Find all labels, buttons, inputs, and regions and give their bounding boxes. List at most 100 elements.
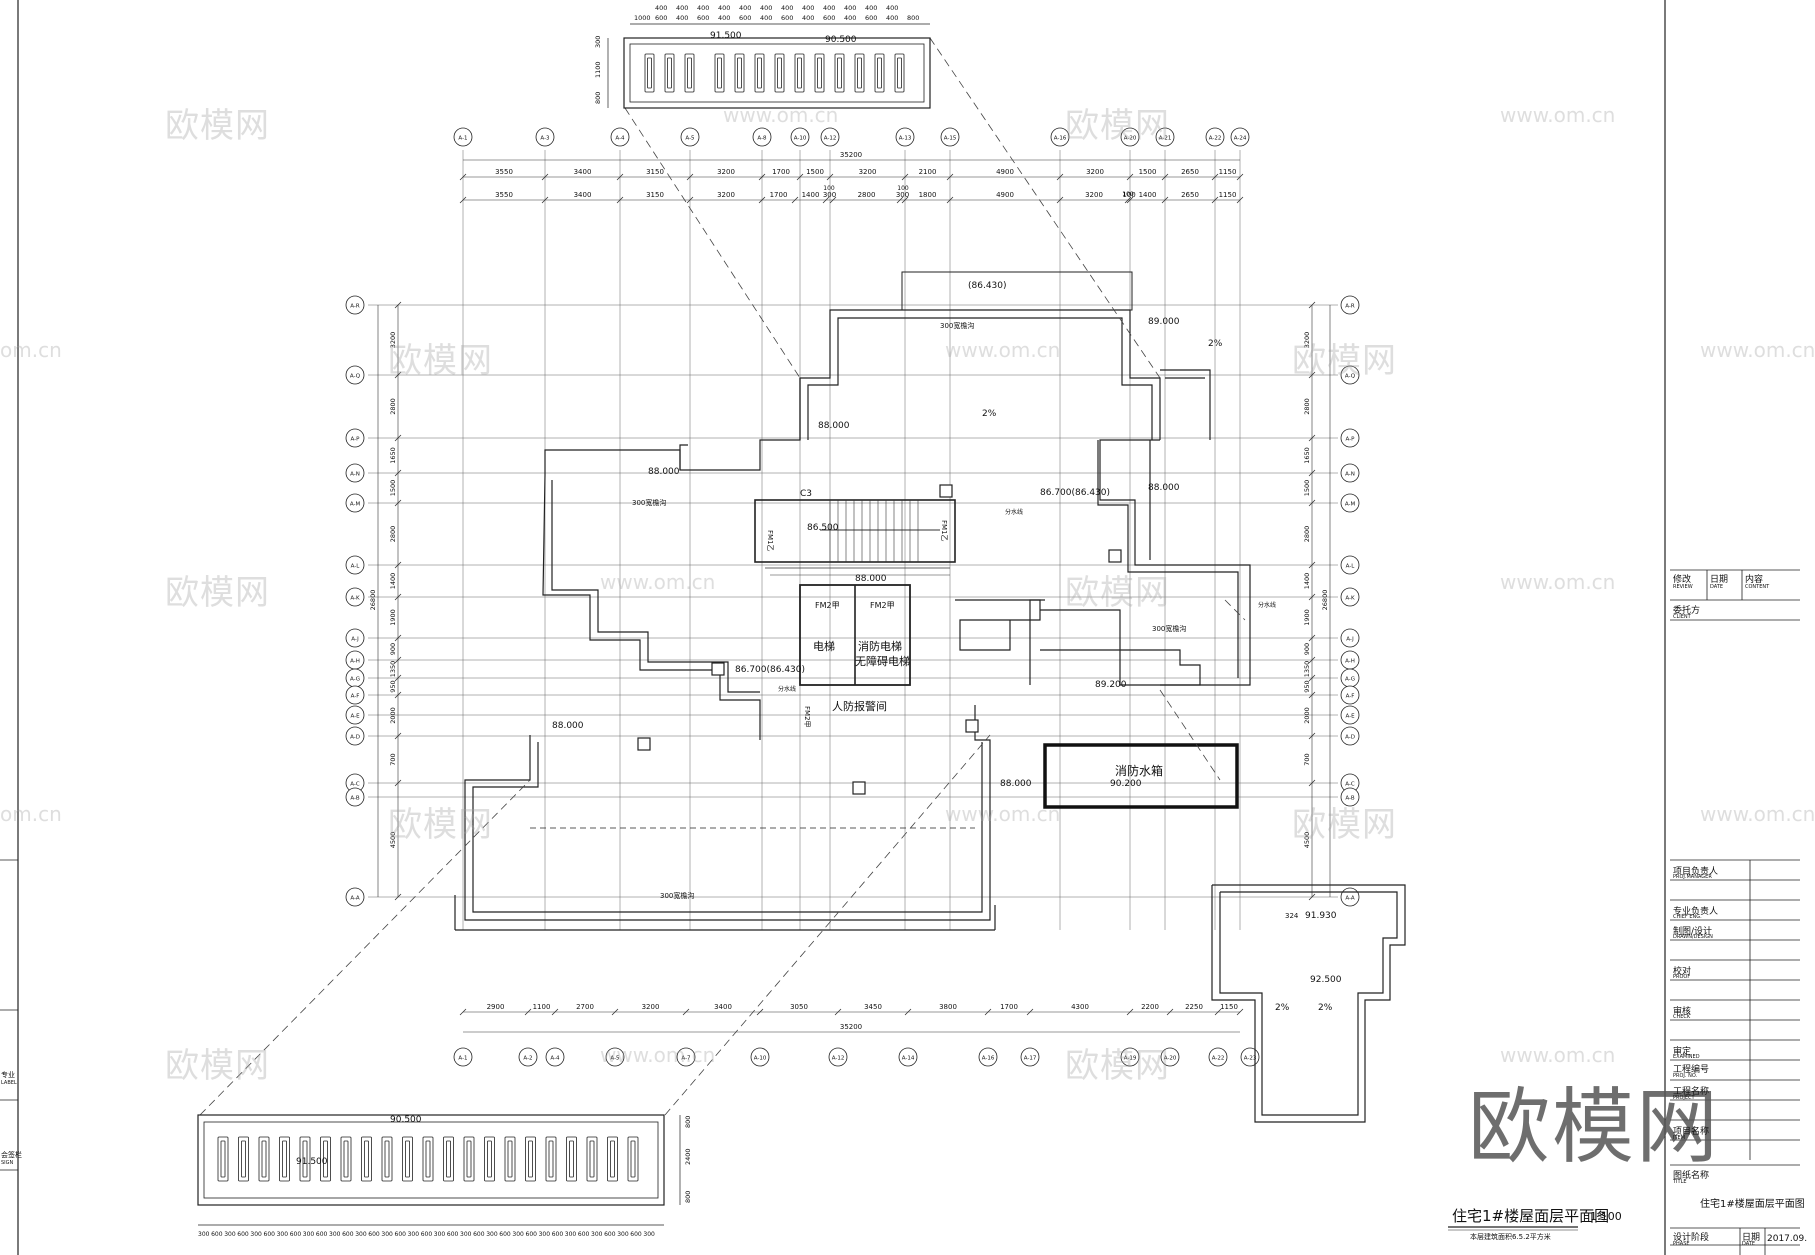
ridge-label: 分水线 (1005, 508, 1023, 516)
axis-bubble (750, 1047, 770, 1067)
axis-bubble (605, 1047, 625, 1067)
axis-bubble (345, 887, 365, 907)
axis-bubble (1340, 555, 1360, 575)
elev-label: 90.200 (1110, 779, 1142, 789)
tb-client: 委托方 (1673, 606, 1701, 616)
axis-bubble (518, 1047, 538, 1067)
axis-label: A-2 (523, 1056, 532, 1062)
axis-bubble (345, 705, 365, 725)
axis-bubble (345, 628, 365, 648)
detail-dim: 600 (290, 1231, 302, 1238)
tb-item-name: 项目名称 (1673, 1127, 1710, 1137)
axis-bubble (345, 726, 365, 746)
dimension-label: 2800 (1303, 398, 1311, 415)
axis-bubble (545, 1047, 565, 1067)
detail-dim: 600 (739, 14, 751, 22)
dimension-label: 4300 (1071, 1003, 1089, 1011)
margin-label-1: 专业 (1, 1071, 15, 1079)
axis-label: A-M (1345, 502, 1356, 508)
vent-slot-inner (569, 1140, 574, 1178)
detail-dim: 300 (408, 1231, 420, 1238)
detail-dim: 400 (676, 4, 688, 12)
watermark-url: www.om.cn (1500, 1043, 1616, 1067)
elev-label: 92.500 (1310, 975, 1342, 985)
dimension-label: 3200 (859, 168, 877, 176)
axis-label: A-H (350, 659, 360, 665)
detail-dim: 400 (655, 4, 667, 12)
tb-proj-manager-en: PROJ.MANAGER (1673, 874, 1712, 880)
detail-dim: 600 (237, 1231, 249, 1238)
vent-slot (443, 1136, 454, 1182)
building-outline (454, 271, 1406, 1123)
watermark: 欧模网 (1065, 573, 1170, 613)
detail-dim: 800 (684, 1116, 692, 1128)
axis-bubble (895, 127, 915, 147)
axis-label: A-L (351, 564, 361, 570)
detail-dim: 600 (655, 14, 667, 22)
dimension-label: 2100 (919, 168, 937, 176)
vent-slot (834, 53, 845, 93)
axis-label: A-E (1345, 714, 1355, 720)
watermark-url: om.cn (0, 802, 62, 826)
detail-dim: 400 (676, 14, 688, 22)
elev-label: 90.500 (390, 1115, 422, 1125)
tb-proj-manager: 项目负责人 (1673, 867, 1719, 877)
axis-label: A-13 (899, 136, 912, 142)
vent-slot (894, 53, 905, 93)
vent-slot (361, 1136, 372, 1182)
dimension-label: 1100 (533, 1003, 551, 1011)
dimension-label: 4500 (389, 832, 397, 849)
detail-dim: 600 (447, 1231, 459, 1238)
axis-label: A-K (1345, 596, 1355, 602)
axis-bubble (790, 127, 810, 147)
room-label: 电梯 (813, 640, 835, 653)
tb-proof: 校对 (1673, 967, 1692, 977)
ridge-label: 分水线 (1258, 601, 1276, 609)
watermark: 欧模网 (388, 805, 493, 845)
detail-dim: 400 (697, 4, 709, 12)
vent-slot (754, 53, 765, 93)
axis-label: A-17 (1024, 1056, 1037, 1062)
watermark-url: www.om.cn (1700, 802, 1815, 826)
dimension-label: 3550 (495, 168, 513, 176)
vent-slot (854, 53, 865, 93)
elev-label: 88.000 (855, 574, 887, 584)
detail-dim: 300 (565, 1231, 577, 1238)
bottom-detail-plan (197, 1114, 681, 1226)
watermark-url: www.om.cn (723, 103, 839, 127)
axis-label: A-20 (1124, 136, 1137, 142)
axis-bubble (345, 295, 365, 315)
detail-dim: 300 (198, 1231, 210, 1238)
brand-watermark-large: 欧模网 (1468, 1080, 1721, 1175)
door-label: FM2甲 (803, 706, 811, 728)
dimension-label: 3200 (717, 191, 735, 199)
margin-label-1-en: LABEL (1, 1080, 17, 1086)
axis-label: A-8 (757, 136, 767, 142)
dimension-label: 2650 (1181, 168, 1199, 176)
vent-slot-inner (528, 1140, 533, 1178)
dimension-label: 2250 (1185, 1003, 1203, 1011)
detail-dim: 1000 (634, 14, 651, 22)
dimension-label: 950 (389, 680, 397, 692)
axis-label: A-19 (1124, 1056, 1137, 1062)
axis-bubble (1155, 127, 1175, 147)
axis-label: A-16 (1054, 136, 1067, 142)
detail-dim: 300 (277, 1231, 289, 1238)
vent-slot-inner (241, 1140, 246, 1178)
vent-slot (238, 1136, 249, 1182)
elev-label: 86.500 (807, 523, 839, 533)
vent-slot (814, 53, 825, 93)
axis-label: A-4 (615, 136, 625, 142)
axis-bubble (940, 127, 960, 147)
axis-label: A-B (350, 796, 359, 802)
axis-label: A-1 (458, 136, 467, 142)
detail-dim: 600 (578, 1231, 590, 1238)
dimension-label: 2800 (858, 191, 876, 199)
dimension-label: 4900 (996, 191, 1014, 199)
vent-slot-inner (817, 57, 822, 89)
marker-label: 324 (1285, 912, 1299, 920)
tb-project-name: 工程名称 (1673, 1087, 1710, 1097)
